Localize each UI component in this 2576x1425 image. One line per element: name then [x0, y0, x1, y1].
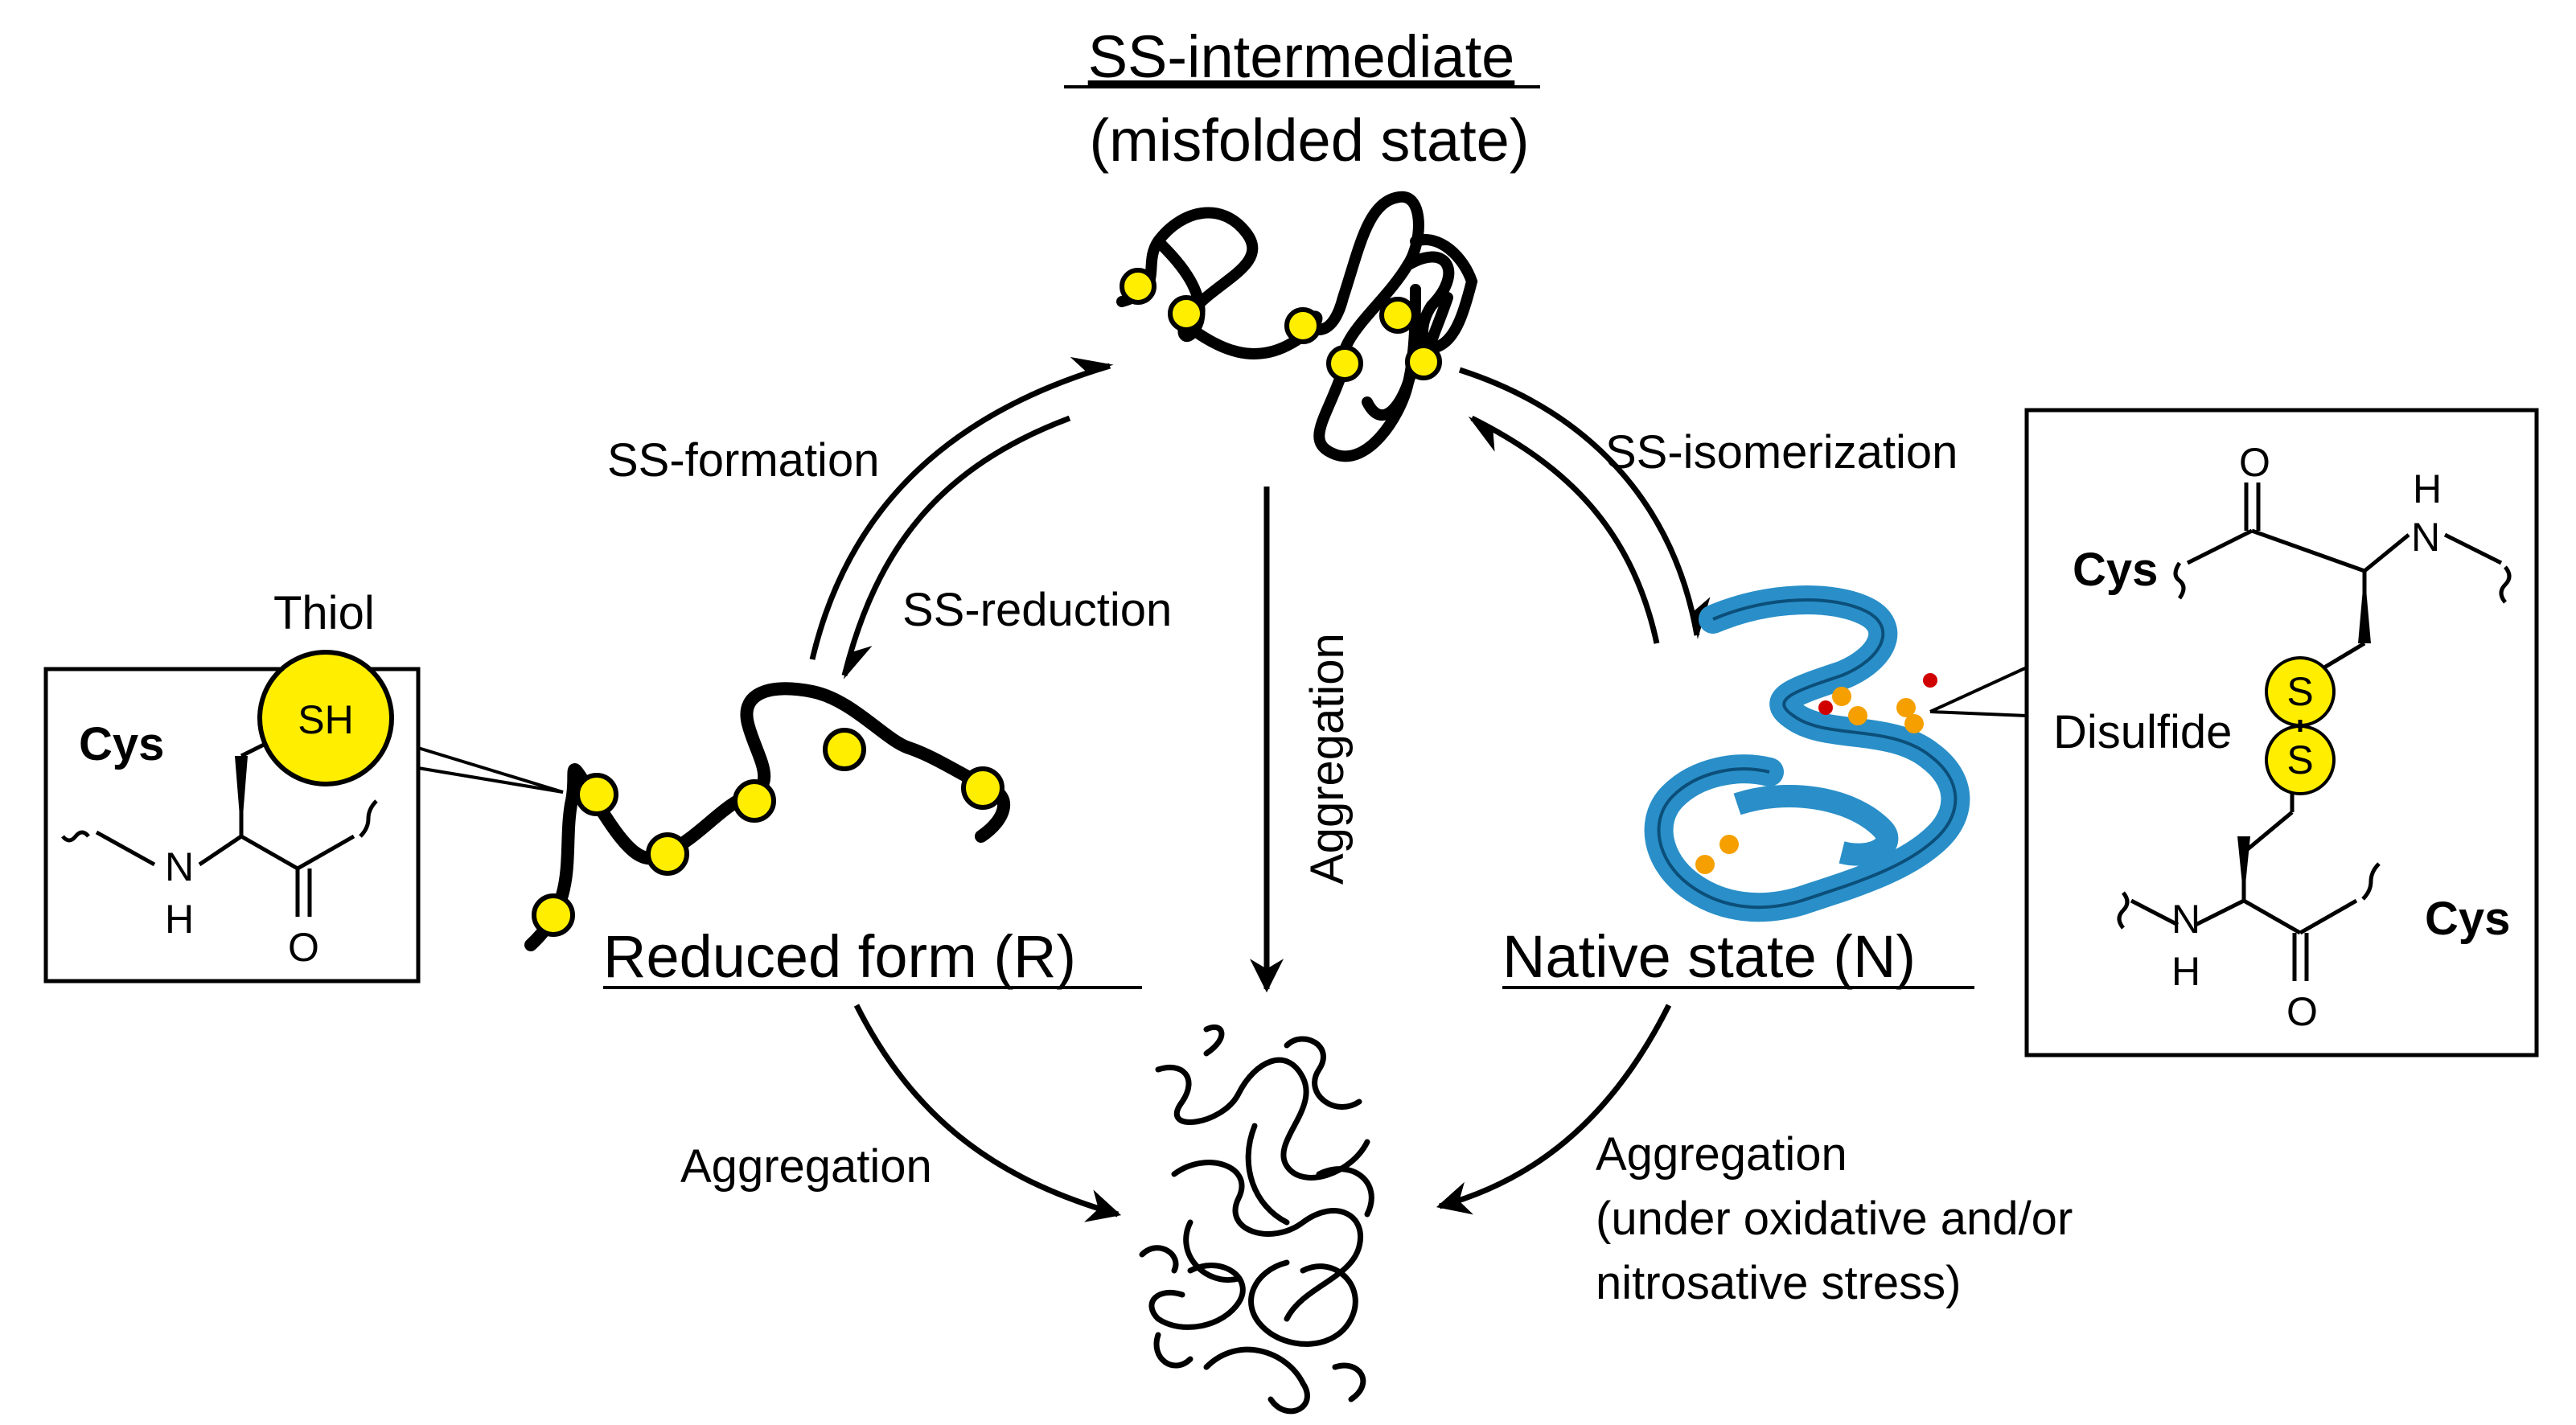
ss-formation-label: SS-formation	[607, 434, 879, 487]
cysteine-bead	[1326, 345, 1363, 382]
disulfide-pointer	[1929, 710, 2028, 717]
cysteine-bead	[1379, 297, 1416, 334]
aggregation-right-note-2: nitrosative stress)	[1596, 1257, 1961, 1309]
cysteine-bead	[1405, 343, 1442, 380]
disulfide-pointer	[1929, 666, 2028, 713]
thiol-n-atom: N	[165, 844, 194, 889]
aggregation-left-arrow	[853, 1004, 1122, 1222]
thiol-structure-box	[43, 667, 421, 984]
disulfide-s2: S	[2286, 737, 2313, 782]
cysteine-bead	[575, 773, 618, 816]
disulfide-n-top: N	[2411, 515, 2440, 560]
aggregation-right-label: Aggregation	[1596, 1128, 1847, 1181]
disulfide-n-bottom: N	[2171, 897, 2200, 942]
disulfide-o-bottom: O	[2286, 989, 2318, 1034]
cysteine-bead	[733, 779, 776, 823]
thiol-o-atom: O	[288, 925, 319, 970]
disulfide-s1: S	[2286, 669, 2313, 714]
aggregation-right-arrow	[1436, 1004, 1672, 1215]
disulfide-cys-top: Cys	[2073, 544, 2158, 596]
disulfide-o-top: O	[2239, 440, 2270, 485]
thiol-sh-label: SH	[298, 697, 353, 742]
thiol-wedge	[235, 756, 248, 836]
aggregate-tangle	[1139, 1024, 1374, 1415]
ss-isomerization-reverse-arrow	[1468, 415, 1660, 644]
disulfide-wedge-top	[2358, 571, 2371, 643]
aggregation-center-label: Aggregation	[1301, 633, 1354, 885]
reduced-form-label: Reduced form (R)	[603, 923, 1076, 990]
disulfide-label: Disulfide	[2053, 706, 2232, 758]
disulfide-structure-box	[2024, 408, 2539, 1057]
intermediate-subtitle: (misfolded state)	[1090, 107, 1530, 174]
reduced-chain	[524, 682, 1011, 951]
cysteine-bead	[1284, 307, 1321, 344]
native-state-ribbon	[1644, 585, 1970, 922]
ss-reduction-arrow	[841, 415, 1071, 680]
aggregation-right-note-1: (under oxidative and/or	[1596, 1193, 2073, 1245]
thiol-label: Thiol	[273, 587, 375, 639]
cysteine-bead	[532, 893, 575, 937]
thiol-pointer	[417, 746, 564, 794]
ss-formation-arrow	[809, 357, 1114, 660]
thiol-h-atom: H	[165, 897, 194, 942]
intermediate-title: SS-intermediate	[1088, 23, 1515, 90]
thiol-pointer	[417, 766, 564, 794]
ss-isomerization-label: SS-isomerization	[1605, 426, 1958, 478]
cysteine-bead	[823, 728, 866, 771]
cysteine-bead	[646, 832, 689, 876]
disulfide-wedge-bottom	[2237, 836, 2250, 901]
cysteine-bead	[961, 766, 1005, 810]
ss-intermediate-chain	[1116, 191, 1478, 462]
disulfide-h-bottom: H	[2171, 949, 2200, 994]
disulfide-cys-bottom: Cys	[2425, 893, 2510, 945]
aggregation-left-label: Aggregation	[680, 1140, 932, 1193]
thiol-cys-label: Cys	[79, 718, 164, 770]
cysteine-bead	[1120, 268, 1157, 305]
cysteine-bead	[1168, 295, 1205, 332]
thiol-sh-circle	[257, 650, 394, 786]
native-state-label: Native state (N)	[1502, 923, 1916, 990]
disulfide-h-top: H	[2413, 466, 2442, 511]
ss-isomerization-forward-arrow	[1458, 367, 1711, 639]
ss-reduction-label: SS-reduction	[902, 584, 1172, 636]
